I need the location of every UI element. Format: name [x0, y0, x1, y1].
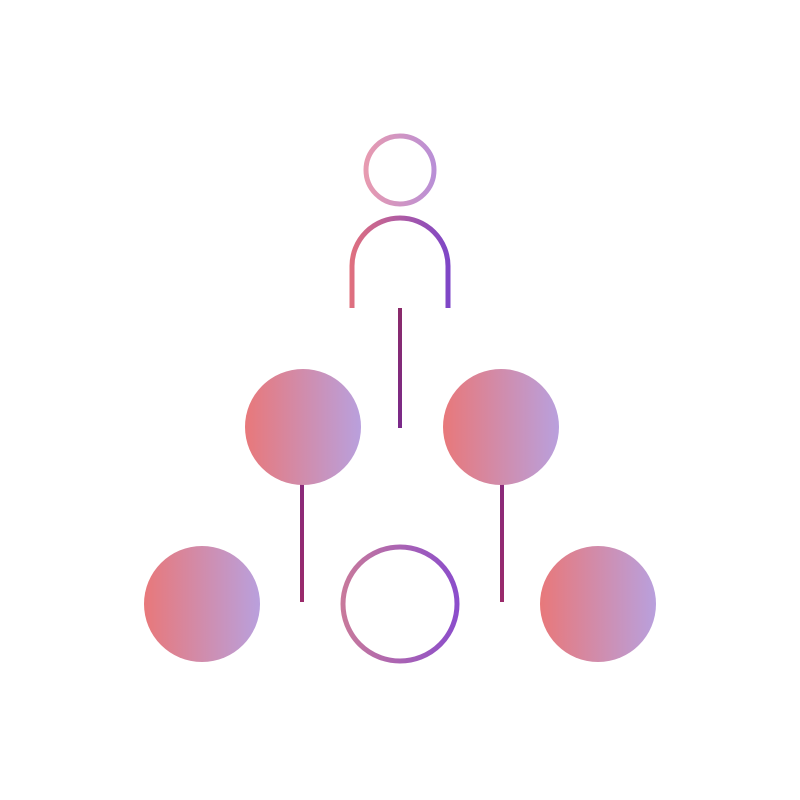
- nodes: [144, 369, 656, 664]
- node-top-right: [443, 369, 559, 485]
- person-body: [349, 215, 451, 308]
- person-icon: [349, 133, 451, 308]
- node-bottom-center: [340, 544, 460, 664]
- node-top-left: [245, 369, 361, 485]
- connectors: [258, 308, 542, 604]
- node-bottom-right: [540, 546, 656, 662]
- node-bottom-left: [144, 546, 260, 662]
- person-head: [363, 133, 437, 207]
